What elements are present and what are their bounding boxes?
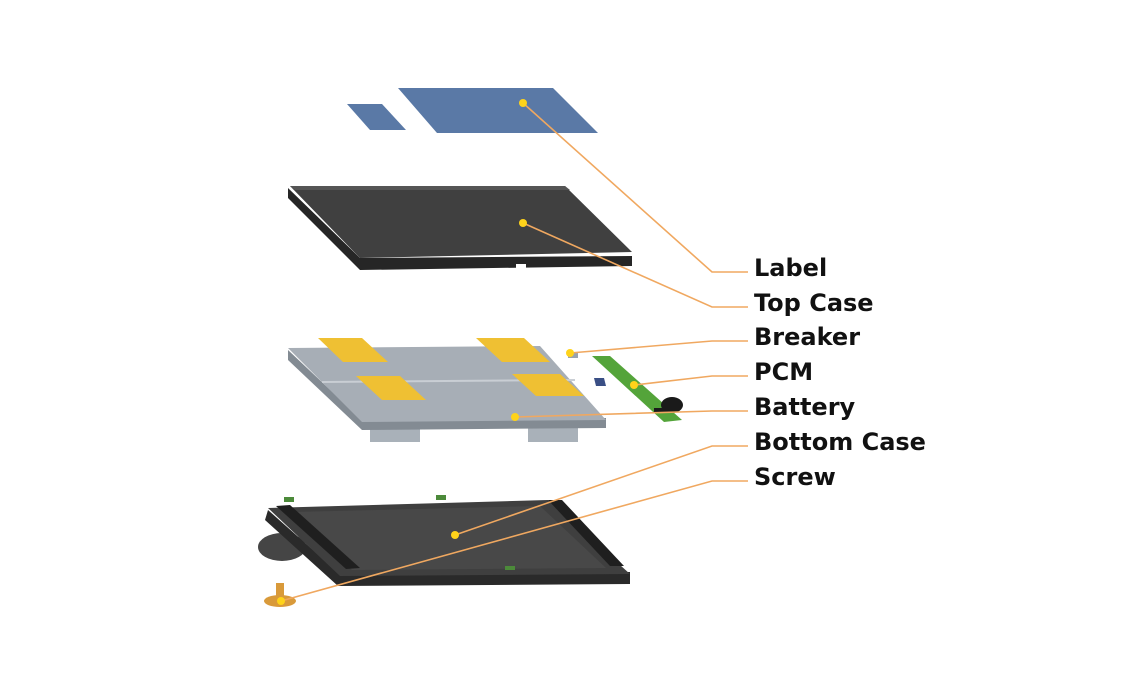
battery-pad-4	[512, 374, 584, 396]
dot-breaker	[566, 349, 574, 357]
pcm-board	[592, 356, 683, 422]
screw-shaft	[276, 583, 284, 597]
bottom-case-inner	[292, 506, 606, 570]
leader-bottom-case	[454, 445, 748, 536]
dot-label	[519, 99, 527, 107]
callout-top-case: Top Case	[754, 289, 874, 317]
dot-bottom-case	[451, 531, 459, 539]
leader-lines	[280, 102, 748, 602]
bottom-case-stud-2	[436, 495, 446, 500]
battery-tab-left	[370, 428, 420, 442]
top-case-side	[288, 188, 632, 270]
leader-pcm	[633, 375, 748, 386]
callout-battery: Battery	[754, 393, 856, 421]
bottom-case-side	[265, 510, 630, 586]
bottom-case-stud-3	[505, 566, 515, 570]
pcm-board-body	[592, 356, 682, 422]
leader-label	[522, 102, 748, 273]
pcm-connector-tab	[654, 408, 668, 412]
top-case-notch	[516, 264, 526, 270]
battery-pad-3	[356, 376, 426, 400]
battery-pad-2	[476, 338, 550, 362]
dot-pcm	[630, 381, 638, 389]
label-sheet	[347, 88, 598, 133]
top-case-highlight	[290, 186, 570, 190]
battery-face	[288, 346, 606, 422]
dot-top-case	[519, 219, 527, 227]
bottom-case-rail-left	[276, 505, 360, 569]
battery-pad-1	[318, 338, 388, 362]
callout-screw: Screw	[754, 463, 836, 491]
label-sheet-main	[398, 88, 598, 133]
battery-tab-right	[528, 428, 578, 442]
top-case	[288, 186, 632, 270]
dot-battery	[511, 413, 519, 421]
leader-top-case	[522, 222, 748, 308]
battery-side	[288, 350, 606, 430]
callout-pcm: PCM	[754, 358, 814, 386]
breaker-clip	[594, 378, 606, 386]
dot-screw	[277, 597, 285, 605]
callout-breaker: Breaker	[754, 323, 861, 351]
top-case-face	[290, 186, 632, 258]
bottom-case-stud-1	[284, 497, 294, 502]
leader-battery	[514, 410, 748, 418]
bottom-case-rail-right	[548, 500, 624, 566]
battery-cell	[288, 338, 606, 442]
anchor-dots	[277, 99, 638, 605]
leader-screw	[280, 480, 748, 602]
callout-bottom-case: Bottom Case	[754, 428, 926, 456]
callout-label: Label	[754, 254, 828, 282]
leader-breaker	[569, 340, 748, 354]
label-sheet-small	[347, 104, 406, 130]
bottom-case	[258, 495, 630, 586]
